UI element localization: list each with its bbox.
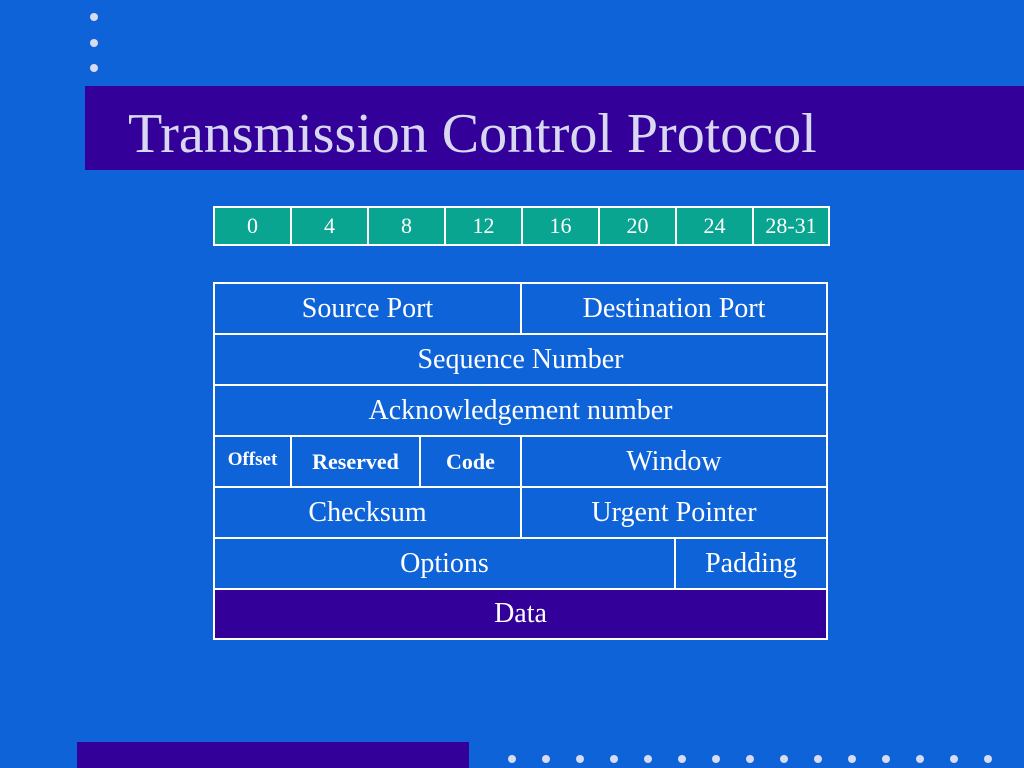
field-options: Options [215, 539, 676, 588]
bit-offset-label: 8 [369, 208, 446, 244]
bit-offset-label: 4 [292, 208, 369, 244]
decor-dot [780, 755, 788, 763]
field-row: Offset Reserved Code Window [215, 437, 826, 488]
decor-dot [542, 755, 550, 763]
decor-dot [90, 39, 98, 47]
decor-dot [746, 755, 754, 763]
field-code: Code [421, 437, 522, 486]
decor-dot [712, 755, 720, 763]
field-row: Options Padding [215, 539, 826, 590]
decor-dot [984, 755, 992, 763]
decor-dot [848, 755, 856, 763]
bit-offset-label: 20 [600, 208, 677, 244]
decor-dot [610, 755, 618, 763]
decor-dot [678, 755, 686, 763]
decor-dot [950, 755, 958, 763]
field-offset: Offset [215, 437, 292, 486]
bottom-bar [77, 742, 469, 768]
bit-offset-label: 24 [677, 208, 754, 244]
field-row: Sequence Number [215, 335, 826, 386]
slide-title: Transmission Control Protocol [128, 103, 817, 165]
decor-dot [90, 13, 98, 21]
decor-dot [576, 755, 584, 763]
field-sequence-number: Sequence Number [417, 343, 624, 375]
decor-dot [814, 755, 822, 763]
bit-offset-label: 16 [523, 208, 600, 244]
decor-dot [882, 755, 890, 763]
decor-dot [90, 64, 98, 72]
field-row: Data [215, 590, 826, 638]
bit-offset-label: 12 [446, 208, 523, 244]
decor-dot [916, 755, 924, 763]
tcp-header-diagram: Source Port Destination Port Sequence Nu… [213, 282, 828, 640]
field-padding: Padding [705, 547, 797, 579]
field-row: Acknowledgement number [215, 386, 826, 437]
field-row: Checksum Urgent Pointer [215, 488, 826, 539]
decor-dot [644, 755, 652, 763]
field-urgent-pointer: Urgent Pointer [591, 496, 757, 528]
field-source-port: Source Port [215, 284, 522, 333]
field-checksum: Checksum [215, 488, 522, 537]
field-destination-port: Destination Port [582, 292, 766, 324]
field-data: Data [494, 598, 547, 629]
bit-offset-label: 28-31 [765, 213, 817, 238]
field-window: Window [626, 445, 722, 477]
bit-offset-header: 0 4 8 12 16 20 24 28-31 [213, 206, 830, 246]
field-row: Source Port Destination Port [215, 284, 826, 335]
field-acknowledgement-number: Acknowledgement number [368, 394, 673, 426]
title-bar [85, 86, 1024, 170]
decor-dot [508, 755, 516, 763]
field-reserved: Reserved [292, 437, 421, 486]
bit-offset-label: 0 [215, 208, 292, 244]
